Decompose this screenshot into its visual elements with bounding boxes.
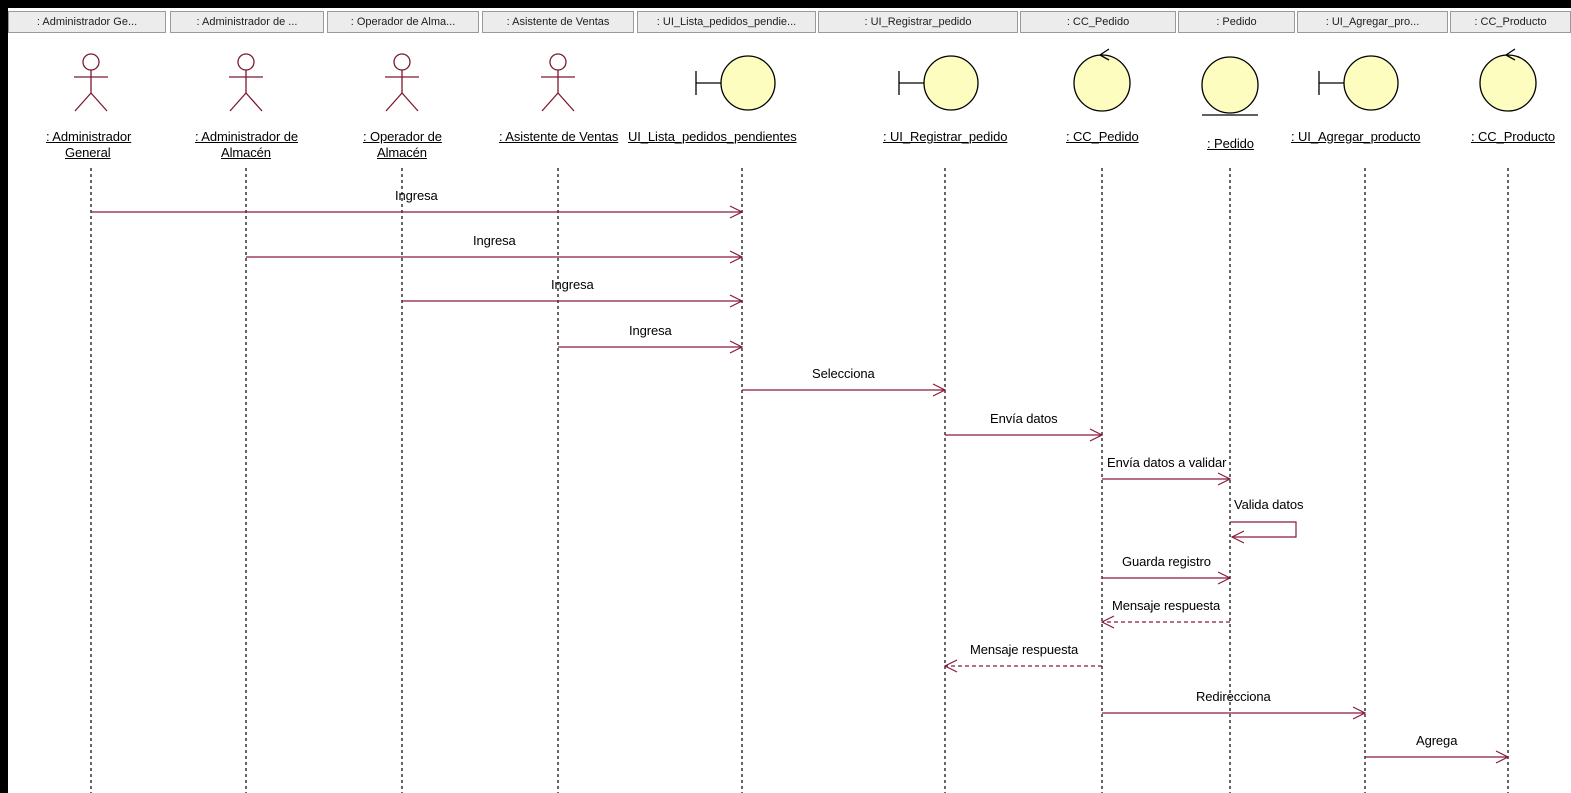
participant-label: : UI_Agregar_producto [1291, 129, 1421, 144]
message-label: Ingresa [473, 233, 516, 248]
participant-label: : CC_Producto [1471, 129, 1555, 144]
message-label: Redirecciona [1196, 689, 1271, 704]
header-cell[interactable]: : CC_Pedido [1020, 11, 1176, 33]
message-arrowhead [1352, 706, 1367, 720]
message-arrowhead [943, 659, 958, 673]
stick-figure-icon[interactable] [385, 53, 419, 112]
message-arrowhead [729, 205, 744, 219]
participant-label: : Administrador de [195, 129, 298, 144]
message-arrowhead [729, 340, 744, 354]
message-arrowhead [1217, 472, 1232, 486]
message-arrowhead [932, 383, 947, 397]
participant-label: UI_Lista_pedidos_pendientes [628, 129, 797, 144]
participant-label: : UI_Registrar_pedido [883, 129, 1008, 144]
message-arrowhead [1100, 615, 1115, 629]
control-icon[interactable] [1073, 48, 1131, 112]
message-label: Ingresa [551, 277, 594, 292]
message-label: Ingresa [395, 188, 438, 203]
self-message-line[interactable] [1230, 521, 1297, 538]
message-label: Selecciona [812, 366, 875, 381]
participant-label: Almacén [377, 145, 427, 160]
participant-header-bar: : Administrador Ge...: Administrador de … [8, 8, 1571, 38]
stick-figure-icon[interactable] [541, 53, 575, 112]
header-cell[interactable]: : Operador de Alma... [327, 11, 479, 33]
header-cell[interactable]: : Administrador Ge... [8, 11, 166, 33]
message-label: Agrega [1416, 733, 1458, 748]
header-cell[interactable]: : Administrador de ... [170, 11, 324, 33]
participant-label: : CC_Pedido [1066, 129, 1139, 144]
participant-label: : Operador de [363, 129, 442, 144]
boundary-icon[interactable] [898, 55, 979, 111]
header-cell[interactable]: : Asistente de Ventas [482, 11, 634, 33]
message-label: Valida datos [1234, 497, 1304, 512]
message-arrowhead [729, 294, 744, 308]
message-label: Guarda registro [1122, 554, 1211, 569]
sequence-diagram [74, 48, 1537, 793]
message-arrowhead [1217, 571, 1232, 585]
message-arrowhead [1089, 428, 1104, 442]
message-label: Ingresa [629, 323, 672, 338]
boundary-icon[interactable] [1318, 55, 1399, 111]
message-label: Mensaje respuesta [970, 642, 1079, 657]
message-label: Envía datos [990, 411, 1058, 426]
header-cell[interactable]: : Pedido [1178, 11, 1295, 33]
participant-label: : Pedido [1207, 136, 1254, 151]
control-icon[interactable] [1479, 48, 1537, 112]
header-cell[interactable]: : UI_Agregar_pro... [1297, 11, 1448, 33]
header-cell[interactable]: : UI_Registrar_pedido [818, 11, 1018, 33]
stick-figure-icon[interactable] [74, 53, 108, 112]
participant-label: : Asistente de Ventas [499, 129, 619, 144]
participant-label: Almacén [221, 145, 271, 160]
participant-label: General [65, 145, 111, 160]
header-cell[interactable]: : UI_Lista_pedidos_pendie... [637, 11, 816, 33]
participant-label: : Administrador [46, 129, 132, 144]
message-arrowhead [1230, 530, 1245, 544]
message-arrowhead [1495, 750, 1510, 764]
message-arrowhead [729, 250, 744, 264]
entity-icon[interactable] [1201, 56, 1259, 116]
message-label: Envía datos a validar [1107, 455, 1227, 470]
diagram-canvas: : Administrador Ge...: Administrador de … [8, 8, 1571, 793]
message-label: Mensaje respuesta [1112, 598, 1221, 613]
header-cell[interactable]: : CC_Producto [1450, 11, 1571, 33]
stick-figure-icon[interactable] [229, 53, 263, 112]
boundary-icon[interactable] [695, 55, 776, 111]
